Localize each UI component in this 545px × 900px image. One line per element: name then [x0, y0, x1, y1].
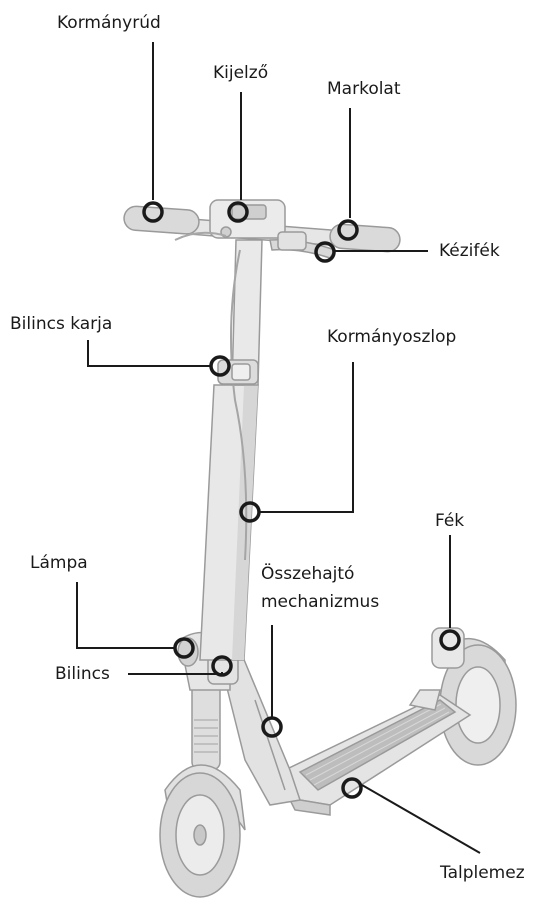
label-deck: Talplemez: [440, 862, 525, 884]
label-folding-line1: Összehajtó: [261, 563, 379, 585]
label-steering-column: Kormányoszlop: [327, 326, 456, 348]
label-grip: Markolat: [327, 78, 401, 100]
leader-line-deck: [362, 785, 480, 853]
leader-line-lamp: [77, 582, 174, 648]
scooter-illustration: [123, 200, 516, 897]
label-clamp: Bilincs: [55, 663, 110, 685]
label-display: Kijelző: [213, 62, 268, 84]
label-lamp: Lámpa: [30, 552, 88, 574]
label-folding-mechanism: Összehajtó mechanizmus: [261, 563, 379, 613]
leader-line-steering-column: [260, 362, 353, 512]
label-folding-line2: mechanizmus: [261, 591, 379, 613]
label-brake: Fék: [435, 510, 464, 532]
leader-line-clamp-lever: [88, 340, 210, 366]
label-clamp-lever: Bilincs karja: [10, 313, 112, 335]
label-handlebar: Kormányrúd: [57, 12, 161, 34]
label-hand-brake: Kézifék: [439, 240, 500, 262]
